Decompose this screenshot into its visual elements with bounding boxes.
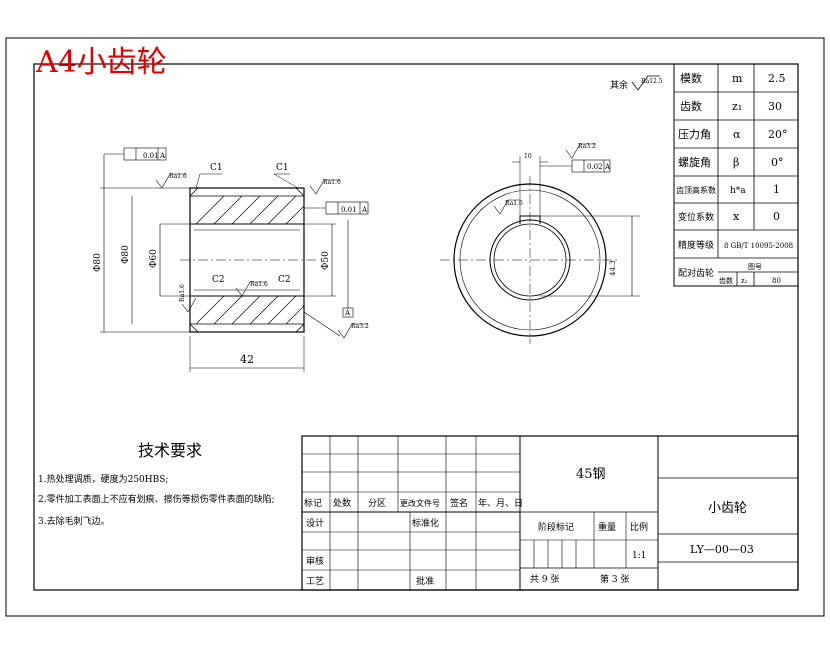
tb-design: 设计 [306,517,324,529]
datum-label: A [344,309,351,317]
tb-scale-label: 比例 [630,521,648,533]
tol-sym: 0.02 [587,163,603,171]
tb-header-5: 年、月、日 [478,497,523,509]
tol-datum-2: A [361,206,368,214]
tb-header-2: 分区 [368,498,386,509]
accuracy-name: 精度等级 [678,239,714,251]
param-name-5: 变位系数 [678,211,714,223]
param-symbol-5: x [733,210,740,223]
param-value-0: 2.5 [768,72,786,85]
dim-outer-b: Φ80 [93,253,103,272]
roughness-6: Ra3.2 [578,143,596,150]
pair-gear-symbol: z₂ [741,277,748,285]
roughness-note-prefix: 其余 [610,79,628,91]
param-name-1: 齿数 [680,100,702,113]
param-symbol-2: α [733,128,741,141]
tol-runout-2: 0.01 [341,206,357,214]
param-value-2: 20° [768,128,788,141]
gear-section-view [100,147,369,372]
requirement-item-2: 3.去除毛刺飞边。 [38,515,110,527]
param-symbol-0: m [732,72,743,85]
tb-header-4: 签名 [450,497,468,509]
tb-approve: 批准 [416,575,434,587]
pair-gear-sub2: 齿数 [719,276,733,285]
chamfer-label-0: C1 [210,163,223,173]
param-value-3: 0° [771,156,784,169]
roughness-note-value: Ra12.5 [641,78,663,85]
tb-header-0: 标记 [304,497,322,509]
requirements-title: 技术要求 [138,441,202,460]
param-value-5: 0 [773,210,780,223]
tb-stage: 阶段标记 [538,521,574,533]
requirement-item-1: 2.零件加工表面上不应有划痕、擦伤等损伤零件表面的缺陷; [38,493,275,505]
param-value-4: 1 [773,183,780,196]
param-symbol-4: h*a [730,186,746,196]
tb-header-1: 处数 [333,497,351,509]
param-value-1: 30 [768,100,782,113]
dim-hole: Φ50 [321,251,331,270]
tb-header-3: 更改文件号 [400,498,440,508]
tb-scale: 1:1 [632,551,646,561]
roughness-4: Ra3.2 [351,323,369,330]
tol-sym-datum: A [604,163,611,171]
param-name-4: 齿顶高系数 [676,185,716,195]
roughness-0: Ra1.6 [169,173,187,180]
pair-gear-sub1: 图号 [748,263,762,271]
param-symbol-3: β [733,156,739,169]
param-name-2: 压力角 [678,128,711,141]
outer-frame [5,37,825,617]
chamfer-label-1: C1 [276,163,289,173]
tol-datum-1: A [159,152,166,160]
roughness-1: Ra1.6 [323,179,341,186]
tb-weight: 重量 [598,521,616,533]
pair-gear-value: 80 [772,277,781,285]
param-name-3: 螺旋角 [678,155,711,169]
sheet-label: A4小齿轮 [35,45,167,80]
dim-key-width: 10 [524,153,532,160]
dim-key: 44.3 [609,260,617,276]
roughness-2: Ra1.6 [250,281,268,288]
roughness-symbol-icon [631,75,660,91]
dim-outer-a: Φ80 [121,245,131,264]
tb-process: 工艺 [306,576,324,587]
chamfer-label-3: C2 [278,275,291,285]
tb-sheets: 共 9 张 [530,574,559,585]
tb-part-name: 小齿轮 [708,501,747,516]
tb-standardize: 标准化 [412,517,439,529]
tb-sheet-no: 第 3 张 [600,573,629,585]
inner-frame [33,63,799,591]
gear-parameter-table [673,63,799,287]
accuracy-value: 8 GB/T 10095-2008 [724,242,793,250]
chamfer-label-2: C2 [212,275,225,285]
roughness-5: Ra1.6 [505,200,523,207]
tol-runout-1: 0.01 [143,152,159,160]
param-name-0: 模数 [680,72,702,85]
title-block [301,435,799,591]
requirement-item-0: 1.热处理调质，硬度为250HBS; [38,473,168,485]
dim-width: 42 [240,353,254,366]
tb-review: 审核 [306,555,324,567]
tb-material: 45钢 [576,467,606,482]
dim-bore: Φ60 [149,249,159,268]
tb-drawing-no: LY—00—03 [690,543,754,556]
roughness-3: Ra1.6 [179,284,186,302]
gear-front-view [440,143,640,344]
pair-gear-name: 配对齿轮 [678,267,714,279]
param-symbol-1: z₁ [732,100,742,113]
